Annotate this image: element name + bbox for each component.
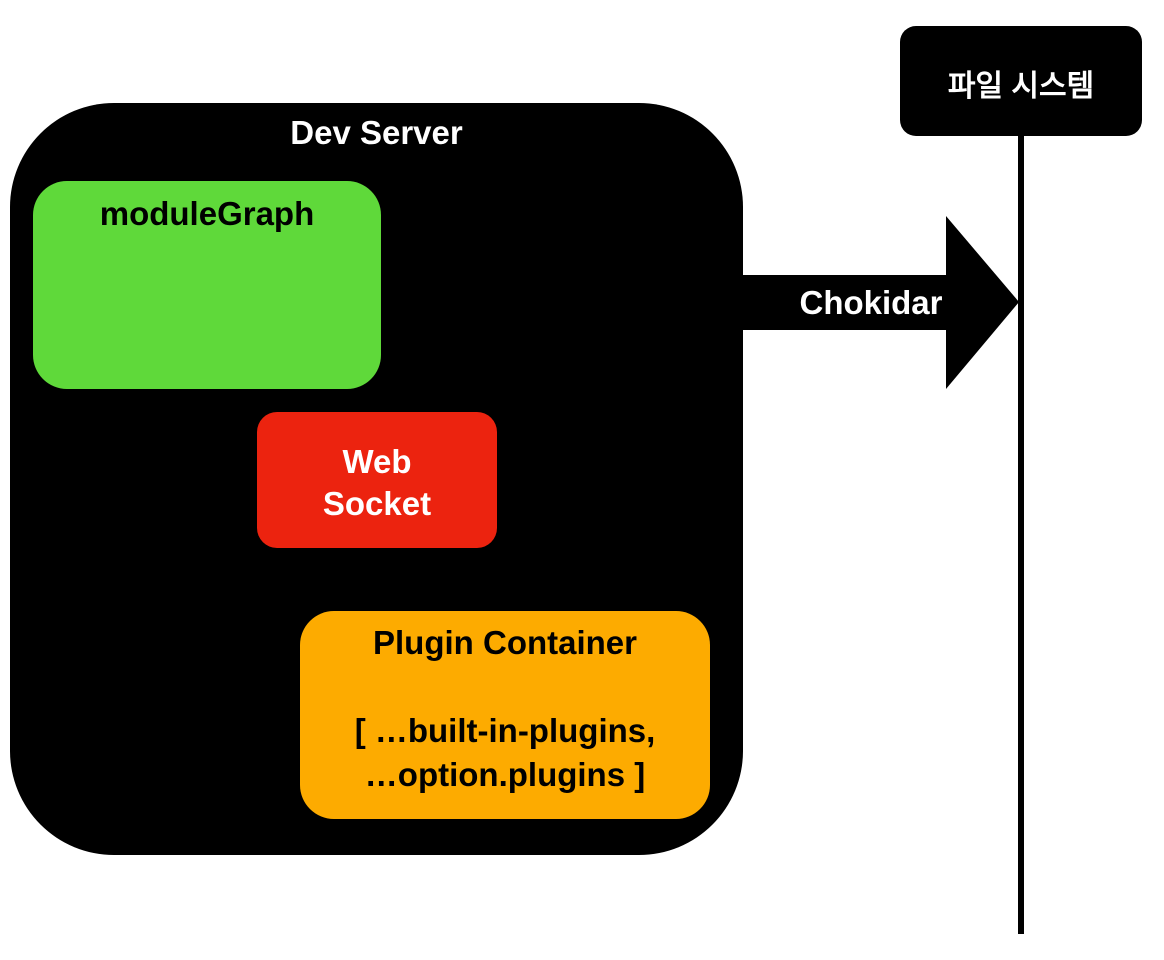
plugin-container-builtin: [ …built-in-plugins, [354,712,656,749]
chokidar-arrow-shape [742,216,1019,389]
web-socket-label-line2: Socket [322,485,432,522]
web-socket-label-line1: Web [342,443,412,480]
plugin-container-box: Plugin Container [ …built-in-plugins, …o… [300,611,710,819]
module-graph-box: moduleGraph [33,181,381,389]
plugin-container-options: …option.plugins ] [364,756,646,793]
plugin-container-title: Plugin Container [373,624,637,661]
file-system-box: 파일 시스템 [900,26,1142,136]
dev-server-title: Dev Server [290,114,463,151]
chokidar-label: Chokidar [799,284,943,321]
module-graph-label: moduleGraph [99,195,315,232]
file-system-lifeline [1018,136,1024,934]
web-socket-label: Web Socket [257,441,497,525]
file-system-label: 파일 시스템 [947,70,1095,103]
web-socket-box: Web Socket [257,412,497,548]
plugin-container-label: Plugin Container [ …built-in-plugins, …o… [300,621,710,797]
